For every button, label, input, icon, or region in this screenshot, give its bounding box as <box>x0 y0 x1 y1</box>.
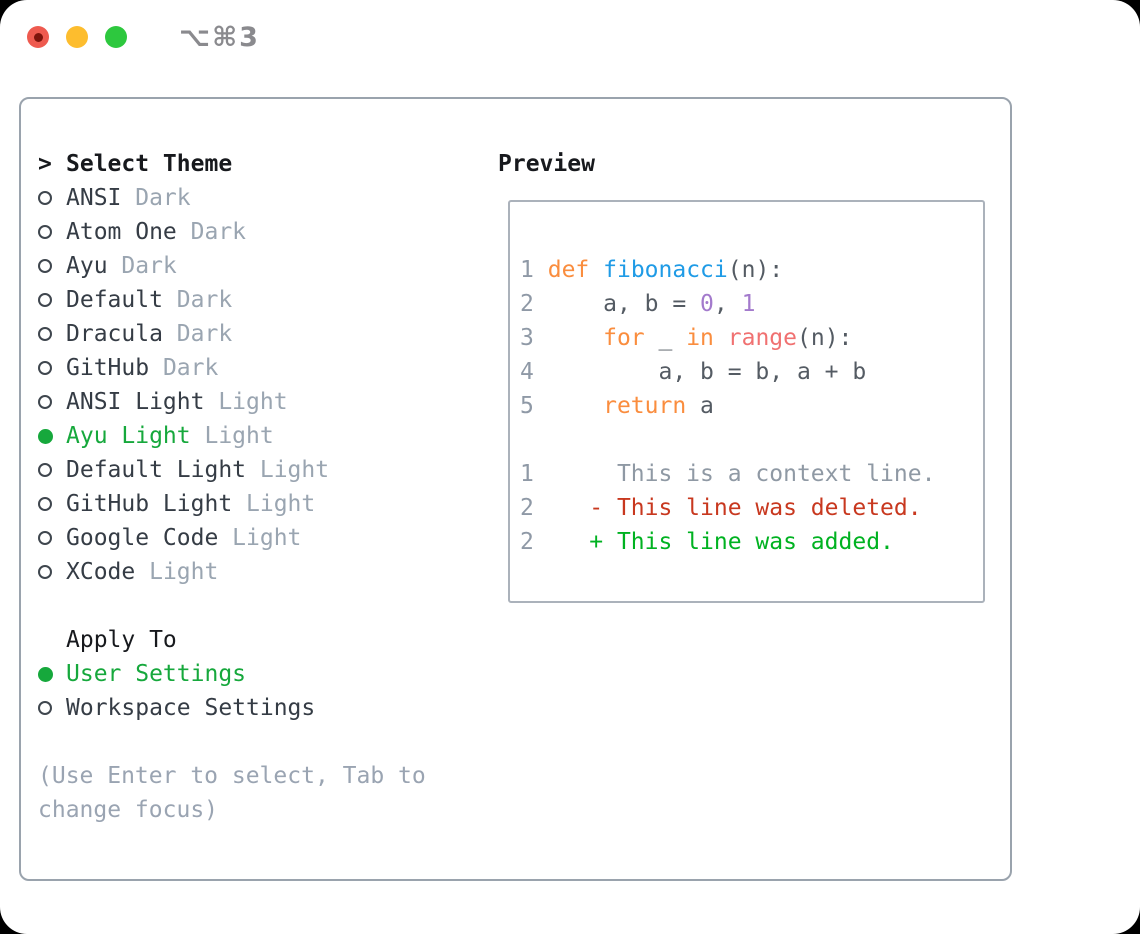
radio-unselected-icon <box>38 395 66 409</box>
keyboard-hint-line-1: (Use Enter to select, Tab to <box>38 763 426 789</box>
theme-option-label: Ayu Light <box>66 423 191 449</box>
select-theme-heading-row: > Select Theme <box>38 147 490 181</box>
radio-unselected-icon <box>38 497 66 511</box>
code-line: 4 a, b = b, a + b <box>520 359 867 385</box>
theme-option-label: Ayu <box>66 253 108 279</box>
theme-option-label: Google Code <box>66 525 219 551</box>
theme-option-variant-tag: Dark <box>176 321 233 347</box>
theme-option[interactable]: GitHub Dark <box>38 351 490 385</box>
theme-option-label: ANSI <box>66 185 122 211</box>
radio-selected-icon <box>38 666 66 682</box>
code-line: 2 a, b = 0, 1 <box>520 291 756 317</box>
theme-option-variant-tag: Dark <box>190 219 247 245</box>
theme-option[interactable]: Default Light Light <box>38 453 490 487</box>
diff-line: 2 - This line was deleted. <box>520 495 922 521</box>
apply-to-heading: Apply To <box>66 627 177 653</box>
theme-option-variant-tag: Light <box>204 423 274 449</box>
radio-unselected-icon <box>38 327 66 341</box>
theme-option-label: ANSI Light <box>66 389 205 415</box>
window-titlebar: ⌥⌘3 <box>0 0 1140 74</box>
theme-option[interactable]: XCode Light <box>38 555 490 589</box>
spacer <box>38 589 490 623</box>
theme-option[interactable]: Google Code Light <box>38 521 490 555</box>
code-line: 1 def fibonacci(n): <box>520 257 784 283</box>
code-line: 5 return a <box>520 393 714 419</box>
theme-option-variant-tag: Light <box>232 525 302 551</box>
theme-option-label: Default Light <box>66 457 247 483</box>
radio-unselected-icon <box>38 361 66 375</box>
theme-option-label: Default <box>66 287 163 313</box>
theme-option[interactable]: Dracula Dark <box>38 317 490 351</box>
theme-option[interactable]: Ayu Light Light <box>38 419 490 453</box>
radio-unselected-icon <box>38 531 66 545</box>
theme-option-label: GitHub <box>66 355 150 381</box>
radio-unselected-icon <box>38 565 66 579</box>
theme-option-label: XCode <box>66 559 136 585</box>
window-shortcut-label: ⌥⌘3 <box>179 21 260 53</box>
diff-line: 1 This is a context line. <box>520 461 936 487</box>
radio-unselected-icon <box>38 293 66 307</box>
apply-to-option-label: User Settings <box>66 661 247 687</box>
theme-option[interactable]: ANSI Dark <box>38 181 490 215</box>
theme-option-label: GitHub Light <box>66 491 233 517</box>
theme-option-label: Dracula <box>66 321 163 347</box>
apply-to-heading-row: Apply To <box>38 623 490 657</box>
apply-to-option[interactable]: Workspace Settings <box>38 691 490 725</box>
radio-selected-icon <box>38 428 66 444</box>
radio-unselected-icon <box>38 259 66 273</box>
apply-to-option[interactable]: User Settings <box>38 657 490 691</box>
theme-option[interactable]: Ayu Dark <box>38 249 490 283</box>
preview-heading: Preview <box>498 151 595 177</box>
keyboard-hint: (Use Enter to select, Tab to change focu… <box>38 759 490 827</box>
theme-option[interactable]: Atom One Dark <box>38 215 490 249</box>
minimize-button-icon[interactable] <box>66 26 88 48</box>
close-button-icon[interactable] <box>27 26 49 48</box>
theme-option-variant-tag: Light <box>246 491 316 517</box>
theme-option-variant-tag: Light <box>149 559 219 585</box>
focus-caret-icon: > <box>38 151 52 177</box>
zoom-button-icon[interactable] <box>105 26 127 48</box>
theme-option-variant-tag: Light <box>218 389 288 415</box>
preview-code: 1 def fibonacci(n): 2 a, b = 0, 1 3 for _ … <box>508 200 985 603</box>
theme-option-variant-tag: Dark <box>176 287 233 313</box>
theme-option-variant-tag: Light <box>259 457 330 483</box>
apply-to-option-label: Workspace Settings <box>66 695 316 721</box>
code-blank-line <box>520 423 975 457</box>
theme-option[interactable]: ANSI Light Light <box>38 385 490 419</box>
code-line: 3 for _ in range(n): <box>520 325 853 351</box>
theme-option-variant-tag: Dark <box>162 355 219 381</box>
spacer <box>38 725 490 759</box>
keyboard-hint-line-2: change focus) <box>38 797 219 823</box>
radio-unselected-icon <box>38 225 66 239</box>
diff-line: 2 + This line was added. <box>520 529 894 555</box>
radio-unselected-icon <box>38 701 66 715</box>
radio-unselected-icon <box>38 191 66 205</box>
theme-option[interactable]: Default Dark <box>38 283 490 317</box>
theme-option-variant-tag: Dark <box>135 185 191 211</box>
theme-option-label: Atom One <box>66 219 177 245</box>
theme-option[interactable]: GitHub Light Light <box>38 487 490 521</box>
theme-option-variant-tag: Dark <box>121 253 177 279</box>
select-theme-heading: Select Theme <box>66 151 233 177</box>
radio-unselected-icon <box>38 463 66 477</box>
